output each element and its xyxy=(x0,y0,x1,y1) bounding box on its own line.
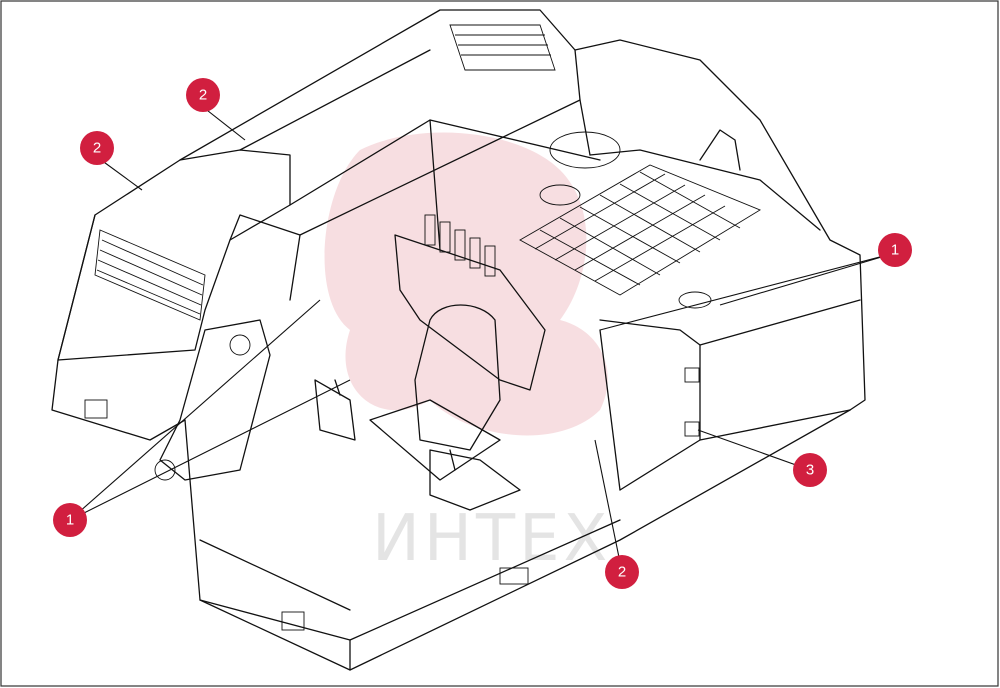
step-front xyxy=(281,611,305,631)
leader-lines xyxy=(69,106,896,573)
step-left xyxy=(84,399,108,419)
boom-bracket xyxy=(154,319,271,481)
left-grille xyxy=(94,229,206,321)
top-grille xyxy=(449,24,556,71)
watermark-text: ИНТЕХ xyxy=(372,502,611,576)
callout-1-right: 1 xyxy=(878,233,912,267)
round-hatch xyxy=(549,131,621,169)
latch-lower xyxy=(684,421,700,437)
mesh-panel xyxy=(519,164,761,296)
latch-upper xyxy=(684,367,700,383)
callout-label: 3 xyxy=(806,462,814,479)
callout-1-left: 1 xyxy=(53,503,87,537)
joystick-left xyxy=(314,379,356,441)
callout-label: 2 xyxy=(93,140,101,157)
callout-label: 1 xyxy=(891,242,899,259)
valve-block xyxy=(394,214,546,391)
callout-label: 2 xyxy=(618,564,626,581)
lift-eye xyxy=(699,129,741,171)
joystick-right xyxy=(429,449,521,511)
callout-3-right: 3 xyxy=(793,453,827,487)
callout-2-left: 2 xyxy=(80,131,114,165)
operator-seat xyxy=(369,304,501,481)
callout-label: 1 xyxy=(66,512,74,529)
callout-label: 2 xyxy=(199,87,207,104)
callout-2-top: 2 xyxy=(186,78,220,112)
machine-body xyxy=(51,9,866,671)
callout-2-bottom: 2 xyxy=(605,555,639,589)
plate xyxy=(499,567,529,585)
